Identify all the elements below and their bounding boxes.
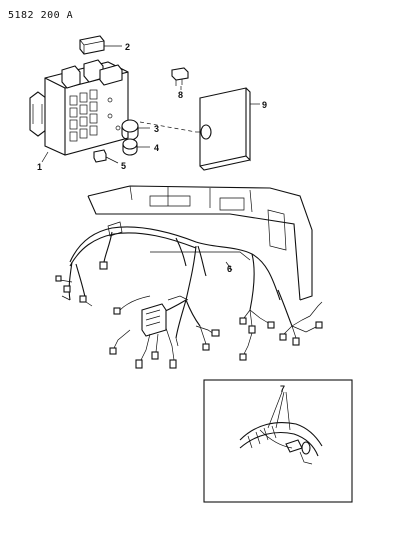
- relay-round-upper: [121, 119, 139, 141]
- fuse-cover: [79, 35, 105, 55]
- callout-8: 8: [178, 90, 183, 100]
- callout-7: 7: [280, 384, 285, 394]
- callout-5: 5: [121, 161, 126, 171]
- callout-9: 9: [262, 100, 267, 110]
- document-id: 5182 200 A: [8, 10, 74, 21]
- control-module-plate: [196, 87, 251, 171]
- fuse-grid: [69, 89, 98, 142]
- instrument-panel: [87, 185, 313, 301]
- detail-inset: [203, 379, 353, 503]
- callout-1: 1: [37, 162, 42, 172]
- wiring-harness: [55, 226, 323, 369]
- fuse-block: [29, 59, 129, 156]
- small-connector: [93, 149, 107, 163]
- relay-round-lower: [122, 138, 138, 156]
- flasher-relay: [171, 67, 189, 86]
- callout-4: 4: [154, 143, 159, 153]
- callout-3: 3: [154, 124, 159, 134]
- callout-2: 2: [125, 42, 130, 52]
- callout-6: 6: [227, 264, 232, 274]
